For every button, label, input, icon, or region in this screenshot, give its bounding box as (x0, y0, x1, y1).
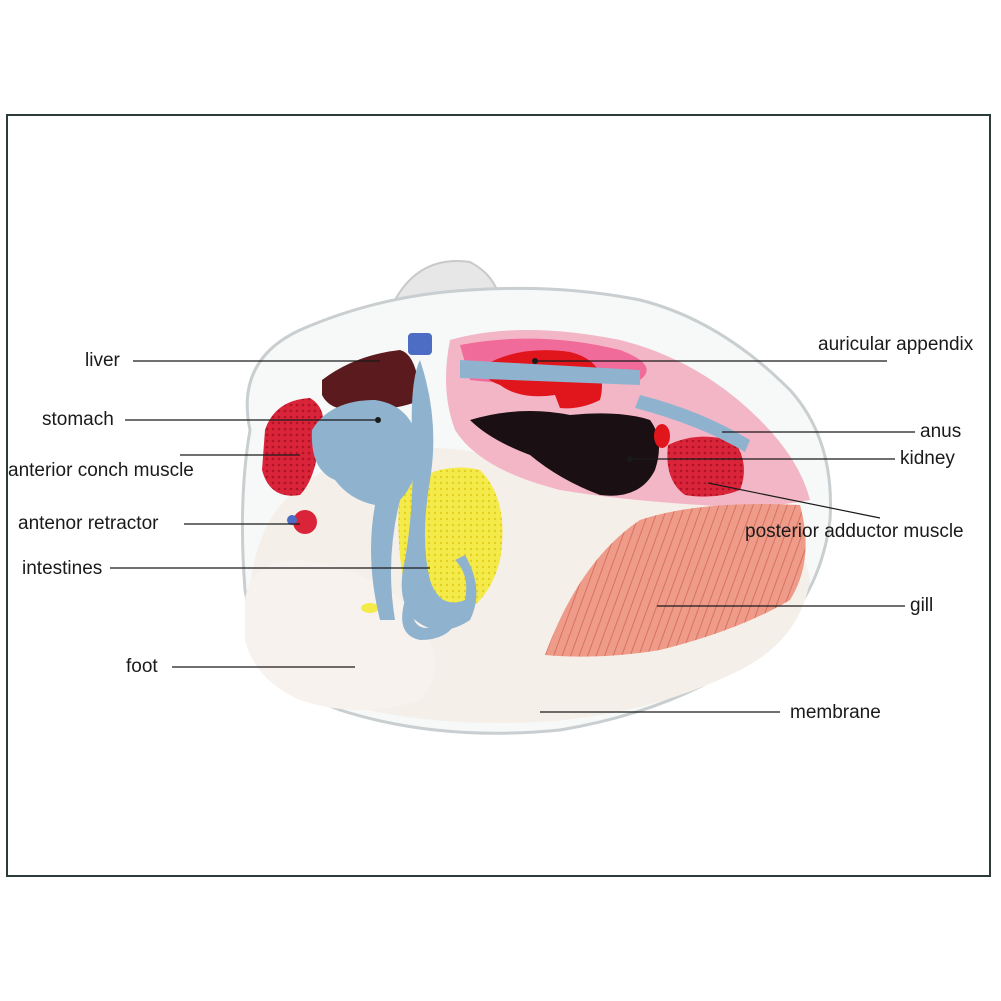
stomach-shape (311, 400, 419, 620)
label-anterior-conch-muscle: anterior conch muscle (8, 460, 194, 481)
label-antenor-retractor: antenor retractor (18, 513, 159, 534)
label-anus: anus (920, 421, 962, 442)
label-foot: foot (126, 656, 158, 677)
label-stomach: stomach (42, 409, 114, 430)
label-kidney: kidney (900, 448, 955, 469)
label-intestines: intestines (22, 558, 103, 579)
label-posterior-adductor-muscle: posterior adductor muscle (745, 521, 964, 542)
antenor-retractor-shape (293, 510, 317, 534)
leader-lines (110, 360, 915, 713)
posterior-adductor-muscle-shape (667, 436, 744, 497)
kidney-black-shape (470, 411, 659, 496)
label-auricular-appendix: auricular appendix (818, 334, 974, 355)
anterior-conch-muscle-shape (262, 398, 324, 496)
liver-shape (322, 350, 420, 411)
label-gill: gill (910, 595, 934, 616)
label-liver: liver (85, 350, 120, 371)
label-membrane: membrane (790, 702, 881, 723)
gill-shape (545, 504, 806, 657)
